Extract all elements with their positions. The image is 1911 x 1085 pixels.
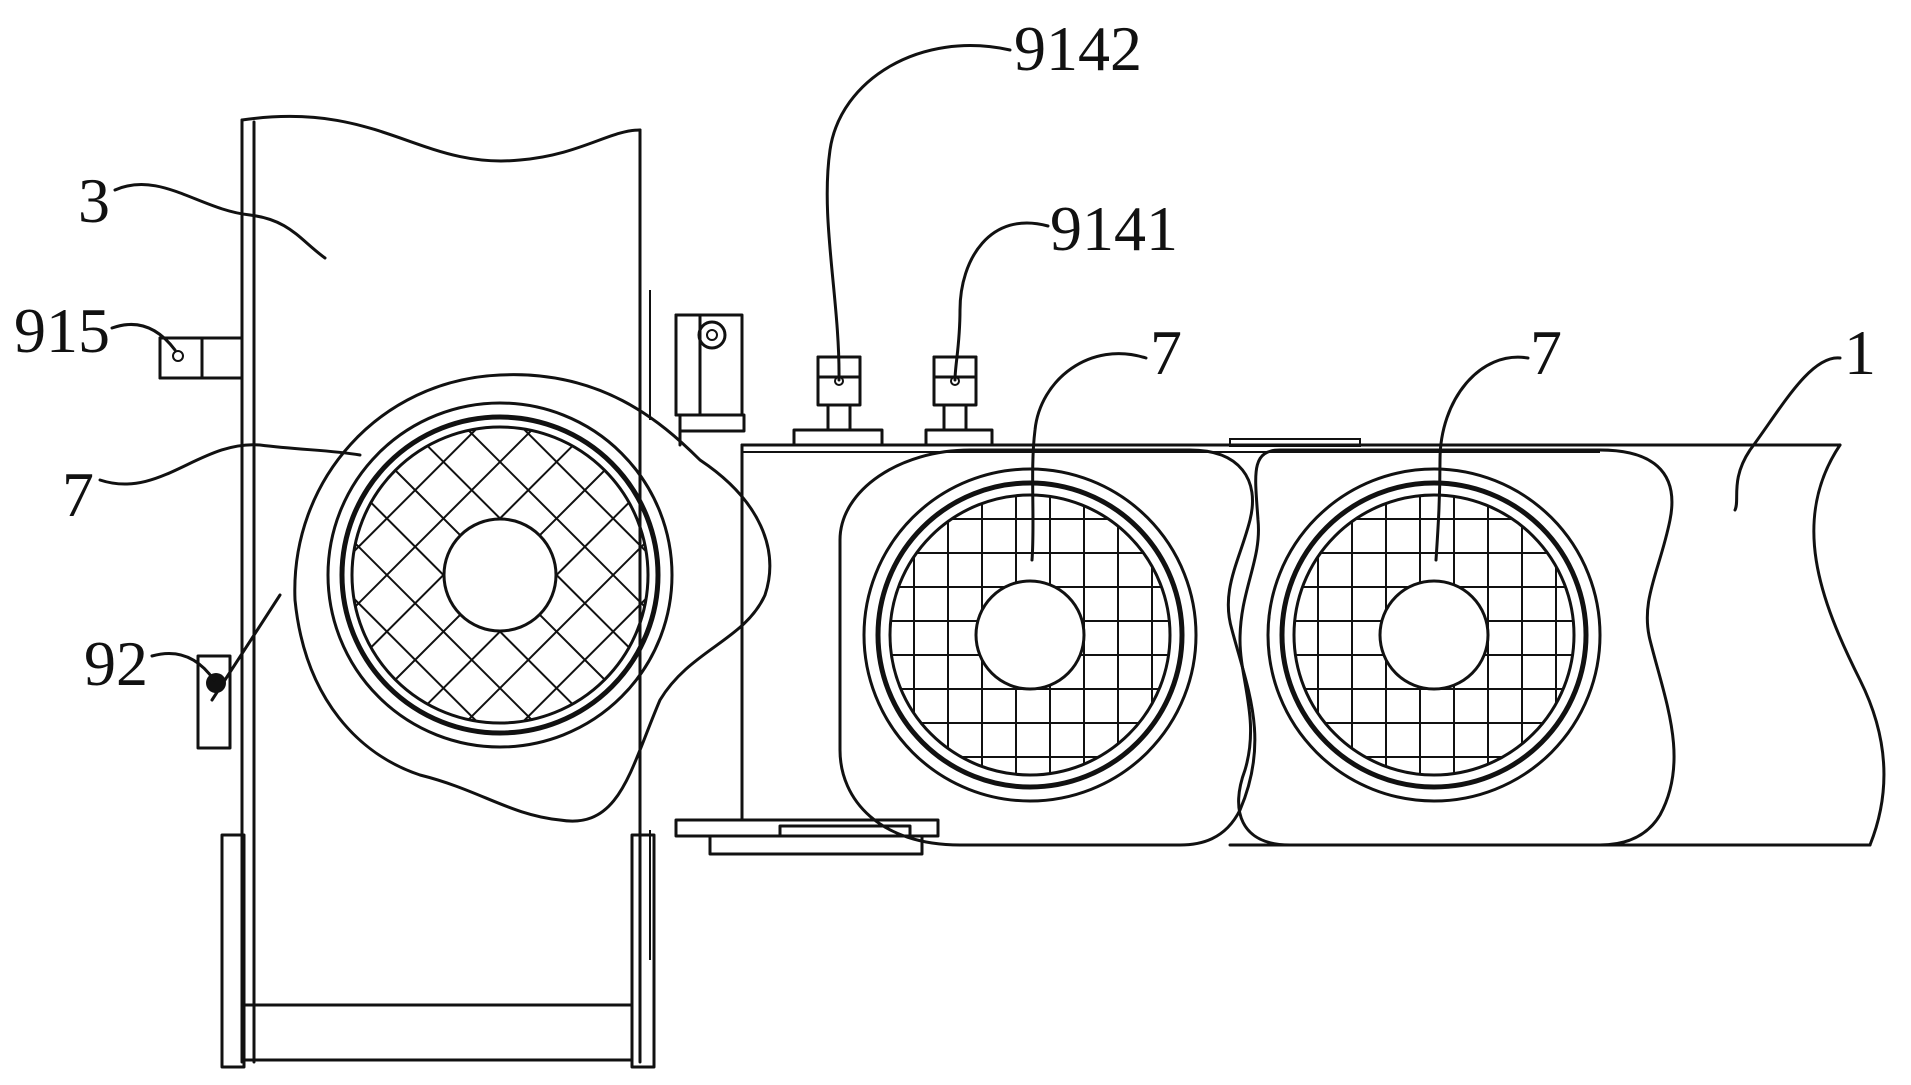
conveyor-1: [674, 313, 1886, 856]
bracket-915: [158, 336, 244, 380]
label-frame: 3: [78, 165, 110, 236]
label-conveyor: 1: [1844, 317, 1876, 388]
label-92: 92: [84, 628, 148, 699]
rotary-plate: [290, 365, 772, 823]
label-9141: 9141: [1050, 193, 1178, 264]
label-915: 915: [14, 295, 110, 366]
leader-lines: [98, 44, 1842, 682]
callout-labels: 3 915 7 92 9142 9141 7 7 1: [14, 13, 1876, 699]
material-box-middle: [838, 448, 1257, 847]
label-9142: 9142: [1014, 13, 1142, 84]
label-box-middle: 7: [1150, 317, 1182, 388]
material-box-right: [1237, 448, 1676, 847]
label-box-left: 7: [62, 459, 94, 530]
vertical-frame: [220, 114, 656, 1069]
sensor-92: [196, 593, 282, 750]
label-box-right: 7: [1530, 317, 1562, 388]
